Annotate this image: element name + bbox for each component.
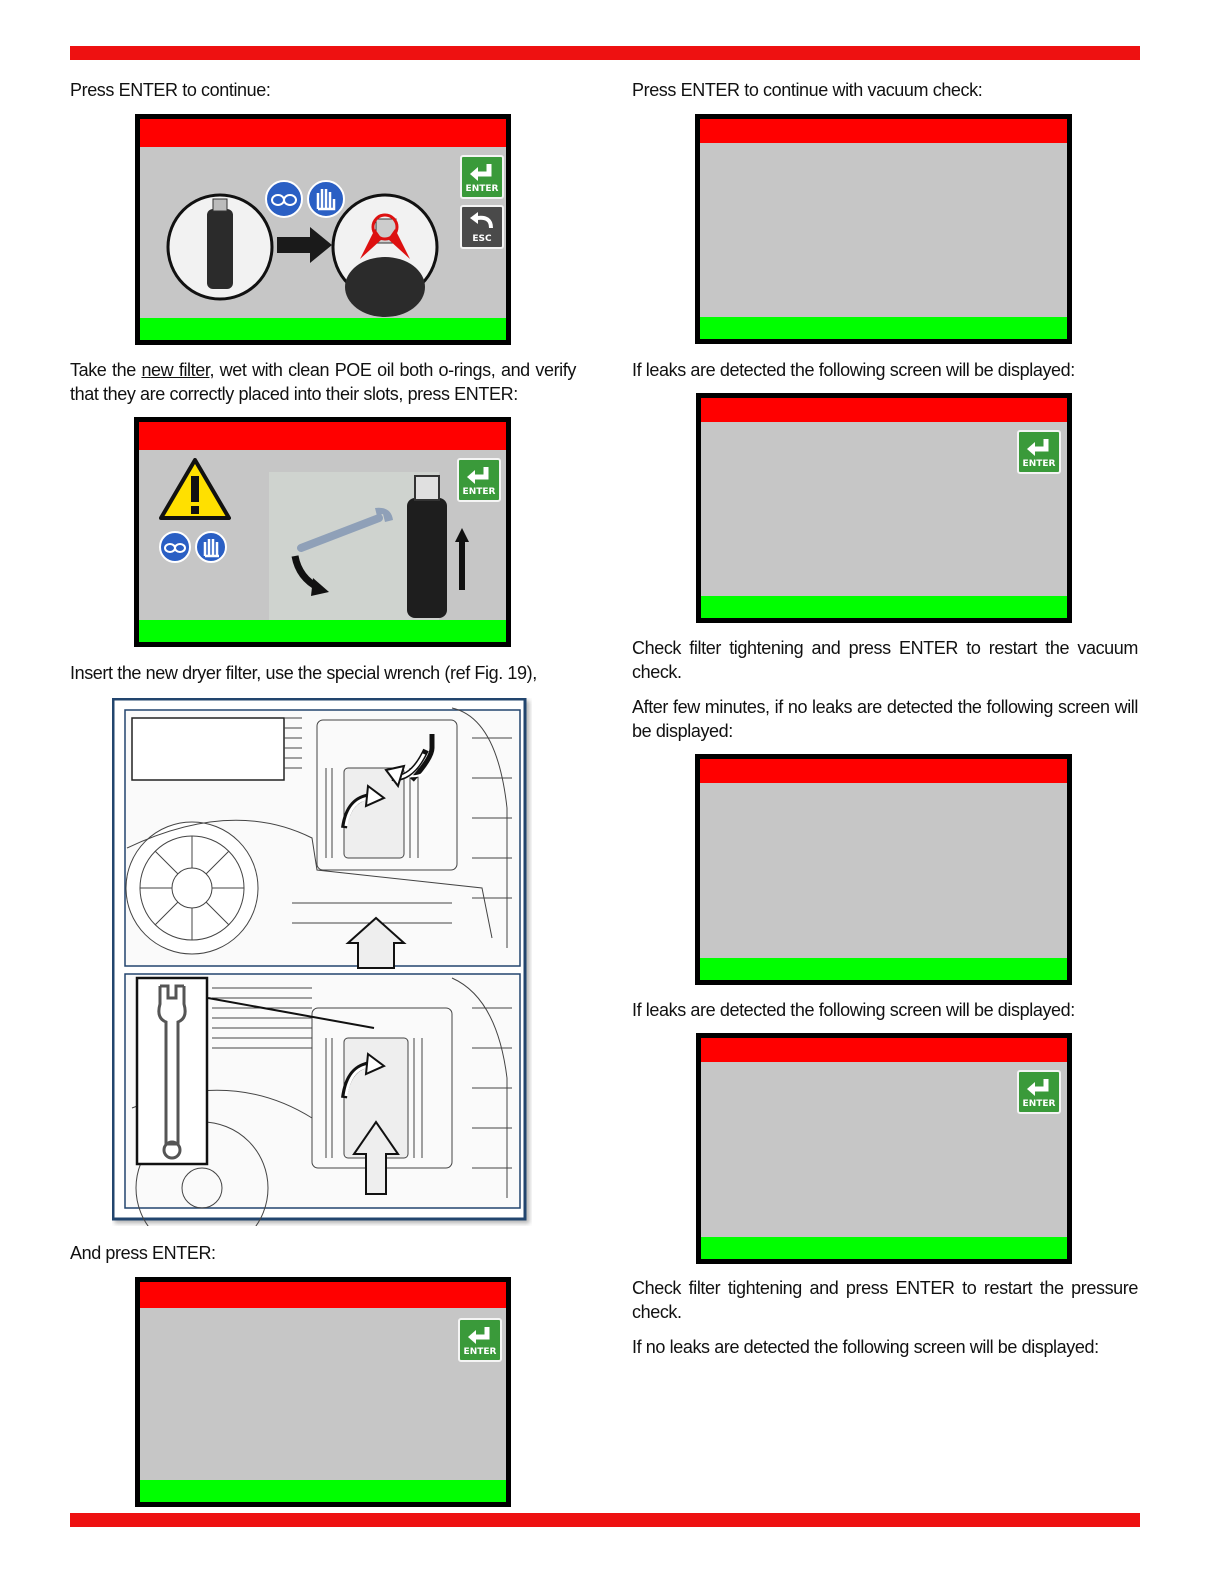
text-segment: Take the [70, 360, 142, 380]
enter-button[interactable]: ENTER [1017, 430, 1061, 474]
dryer-filter-drawing [112, 698, 527, 1226]
screen-new-filter: ENTER [134, 417, 511, 647]
gloves-icon [307, 180, 345, 218]
enter-arrow-icon [467, 467, 489, 484]
enter-label: ENTER [463, 1347, 497, 1357]
screen-header [700, 119, 1067, 143]
instruction-leaks-detected-pressure: If leaks are detected the following scre… [632, 1000, 1075, 1020]
enter-arrow-icon [1027, 439, 1049, 456]
instruction-check-tightening-pressure: Check filter tightening and press ENTER … [632, 1278, 1138, 1322]
enter-button[interactable]: ENTER [1017, 1070, 1061, 1114]
enter-label: ENTER [462, 487, 496, 497]
text-segment: , wet with clean POE oil both o-rings, a… [70, 360, 576, 404]
footer-rule [70, 1513, 1140, 1527]
warning-icon [159, 458, 231, 520]
screen-footer [700, 317, 1067, 339]
screen-header [701, 398, 1067, 422]
instruction-and-press-enter: And press ENTER: [70, 1243, 216, 1263]
screen-vacuum-ok [695, 754, 1072, 985]
safety-goggles-icon [265, 180, 303, 218]
screen-footer [701, 596, 1067, 618]
screen-footer [701, 1237, 1067, 1259]
screen-header [700, 759, 1067, 783]
header-rule [70, 46, 1140, 60]
enter-button[interactable]: ENTER [457, 458, 501, 502]
wrench-icon [297, 507, 393, 552]
gloves-icon [195, 531, 227, 563]
screen-header [140, 119, 506, 147]
enter-arrow-icon [470, 164, 492, 181]
esc-label: ESC [472, 234, 492, 244]
screen-after-insert: ENTER [135, 1277, 511, 1507]
drawing-top-panel [124, 707, 521, 969]
instruction-vacuum-check: Press ENTER to continue with vacuum chec… [632, 80, 983, 100]
esc-button[interactable]: ESC [460, 205, 504, 249]
enter-arrow-icon [1027, 1079, 1049, 1096]
enter-label: ENTER [465, 184, 499, 194]
instruction-check-tightening-vacuum: Check filter tightening and press ENTER … [632, 638, 1138, 682]
drawing-bottom-panel [124, 973, 521, 1226]
blank-callout-box [131, 717, 285, 781]
screen-footer [700, 958, 1067, 980]
instruction-no-leaks-pressure: If no leaks are detected the following s… [632, 1337, 1099, 1357]
filter-wrench-illustration [291, 475, 469, 618]
screen-header [701, 1038, 1067, 1062]
safety-icons [159, 531, 227, 563]
screen-pressure-leak: ENTER [696, 1033, 1072, 1264]
enter-button[interactable]: ENTER [460, 155, 504, 199]
instruction-insert-dryer-filter: Insert the new dryer filter, use the spe… [70, 663, 537, 683]
wrench-detail-box [135, 976, 209, 1166]
esc-arrow-icon [470, 212, 493, 229]
enter-button[interactable]: ENTER [458, 1318, 502, 1362]
wrench-icon [157, 984, 187, 1160]
screen-footer [139, 620, 506, 642]
safety-icons [265, 180, 345, 218]
screen-vacuum-leak: ENTER [696, 393, 1072, 623]
new-filter-link-text: new filter [141, 360, 210, 380]
enter-label: ENTER [1022, 1099, 1056, 1109]
instruction-new-filter: Take the new filter, wet with clean POE … [70, 358, 576, 406]
safety-goggles-icon [159, 531, 191, 563]
screen-vacuum-check [695, 114, 1072, 344]
remove-filter-illustration [166, 193, 439, 317]
enter-label: ENTER [1022, 459, 1056, 469]
screen-header [139, 422, 506, 450]
screen-footer [140, 1480, 506, 1502]
instruction-leaks-detected: If leaks are detected the following scre… [632, 360, 1075, 380]
screen-header [140, 1282, 506, 1308]
enter-arrow-icon [468, 1327, 490, 1344]
instruction-no-leaks-vacuum: After few minutes, if no leaks are detec… [632, 697, 1138, 741]
screen-footer [140, 318, 506, 340]
screen-remove-filter: ENTER ESC [135, 114, 511, 345]
instruction-press-enter: Press ENTER to continue: [70, 80, 271, 100]
